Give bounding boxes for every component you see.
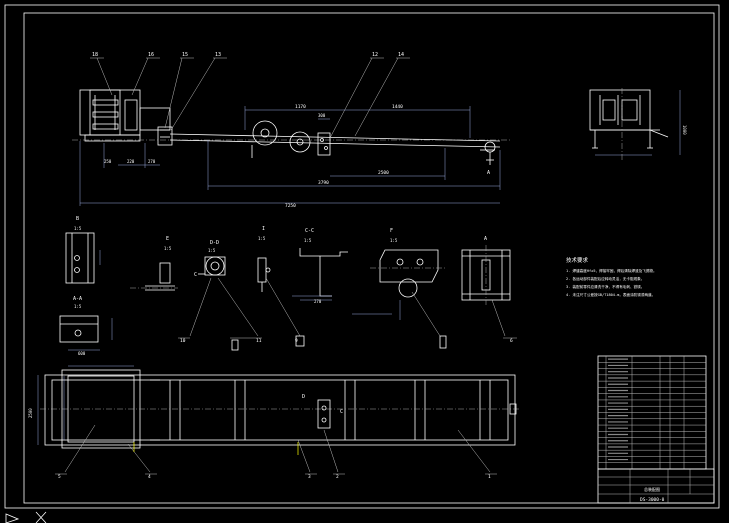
dim-250: 250 — [104, 159, 112, 164]
tech-notes: 技术要求 1. 焊缝高度Hf≥5，焊接牢固，焊后清除焊渣及飞溅物。 2. 各运动… — [566, 256, 657, 297]
balloon-1: 1 — [488, 474, 491, 480]
detail-view-e: E 1:5 — [130, 236, 178, 291]
svg-text:1:5: 1:5 — [74, 304, 82, 309]
svg-text:I: I — [262, 226, 265, 232]
tech-notes-title: 技术要求 — [566, 256, 589, 264]
dim-1170: 1170 — [295, 104, 306, 110]
drawing-number: DS-3000-0 — [640, 497, 665, 503]
side-view-drive: 1000 — [589, 88, 687, 160]
dim-220: 220 — [127, 159, 135, 164]
svg-text:E: E — [166, 236, 169, 242]
detail-view-a: A 6 — [461, 236, 517, 344]
tech-note-line-4: 4. 未注尺寸公差按GB/T1804-m，表面涂防锈漆两道。 — [566, 292, 655, 297]
dim-600: 600 — [78, 351, 86, 356]
balloon-2: 2 — [336, 474, 339, 480]
svg-text:1:5: 1:5 — [164, 246, 172, 251]
dim-7250: 7250 — [285, 203, 296, 209]
dim-270-cc: 270 — [314, 299, 322, 304]
svg-text:1:5: 1:5 — [304, 238, 312, 243]
balloon-15: 15 — [182, 52, 188, 58]
title-block-label: 总装配图 — [644, 486, 660, 492]
svg-text:1:5: 1:5 — [258, 236, 266, 241]
svg-text:F: F — [390, 228, 393, 234]
svg-text:D-D: D-D — [210, 240, 219, 246]
svg-text:A: A — [484, 236, 487, 242]
balloon-9: 9 — [295, 338, 298, 344]
balloon-11: 11 — [256, 338, 262, 344]
detail-view-f: F 1:5 — [352, 228, 447, 349]
plan-view-trough: D C 2500 5 4 3 2 1 — [28, 365, 520, 480]
svg-text:A-A: A-A — [73, 296, 82, 302]
section-mark-a: A — [487, 170, 490, 176]
tech-note-line-1: 1. 焊缝高度Hf≥5，焊接牢固，焊后清除焊渣及飞溅物。 — [566, 268, 657, 273]
dim-1000: 1000 — [682, 125, 687, 135]
balloon-14: 14 — [398, 52, 404, 58]
svg-text:1:5: 1:5 — [208, 248, 216, 253]
balloon-3: 3 — [308, 474, 311, 480]
balloon-16: 16 — [148, 52, 154, 58]
detail-view-c-c: C-C 1:5 270 — [292, 228, 348, 304]
tech-note-line-2: 2. 各运动部件装配后应转动灵活，无卡阻现象。 — [566, 276, 644, 281]
section-mark-d: D — [302, 394, 305, 400]
balloon-12: 12 — [372, 52, 378, 58]
balloon-4: 4 — [148, 474, 151, 480]
balloon-10: 10 — [180, 338, 186, 344]
dim-3790: 3790 — [318, 180, 329, 186]
detail-view-a-a: A-A 1:5 600 — [59, 296, 113, 356]
svg-text:C-C: C-C — [305, 228, 314, 234]
detail-view-d-d: D-D 1:5 C 10 11 — [178, 240, 262, 351]
dim-2500-vertical: 2500 — [28, 408, 33, 418]
svg-text:1:5: 1:5 — [74, 226, 82, 231]
drawing-inner-border — [23, 12, 715, 504]
section-mark-c: C — [340, 409, 343, 415]
dim-1440: 1440 — [392, 104, 403, 110]
svg-text:1:5: 1:5 — [390, 238, 398, 243]
dim-270: 270 — [148, 159, 156, 164]
balloon-5: 5 — [58, 474, 61, 480]
title-block: 总装配图 DS-3000-0 — [597, 468, 715, 504]
balloon-13: 13 — [215, 52, 221, 58]
ucs-axis-icon — [5, 511, 47, 523]
parts-list-rows — [598, 358, 706, 463]
dim-300: 300 — [318, 113, 326, 118]
balloon-18: 18 — [92, 52, 98, 58]
tech-note-line-3: 3. 装配前零件应清洗干净，不得有毛刺、铁锈。 — [566, 284, 644, 289]
balloon-6: 6 — [510, 338, 513, 344]
main-elevation-view: 18 16 15 13 12 14 A 1170 1440 300 2500 3… — [72, 52, 510, 209]
detail-view-b: B 1:5 — [65, 216, 101, 284]
detail-view-i: I 1:5 9 — [257, 226, 305, 347]
drawing-outer-border — [4, 4, 720, 509]
svg-text:C: C — [194, 272, 197, 278]
svg-text:B: B — [76, 216, 79, 222]
dim-2500-horizontal: 2500 — [378, 170, 389, 176]
